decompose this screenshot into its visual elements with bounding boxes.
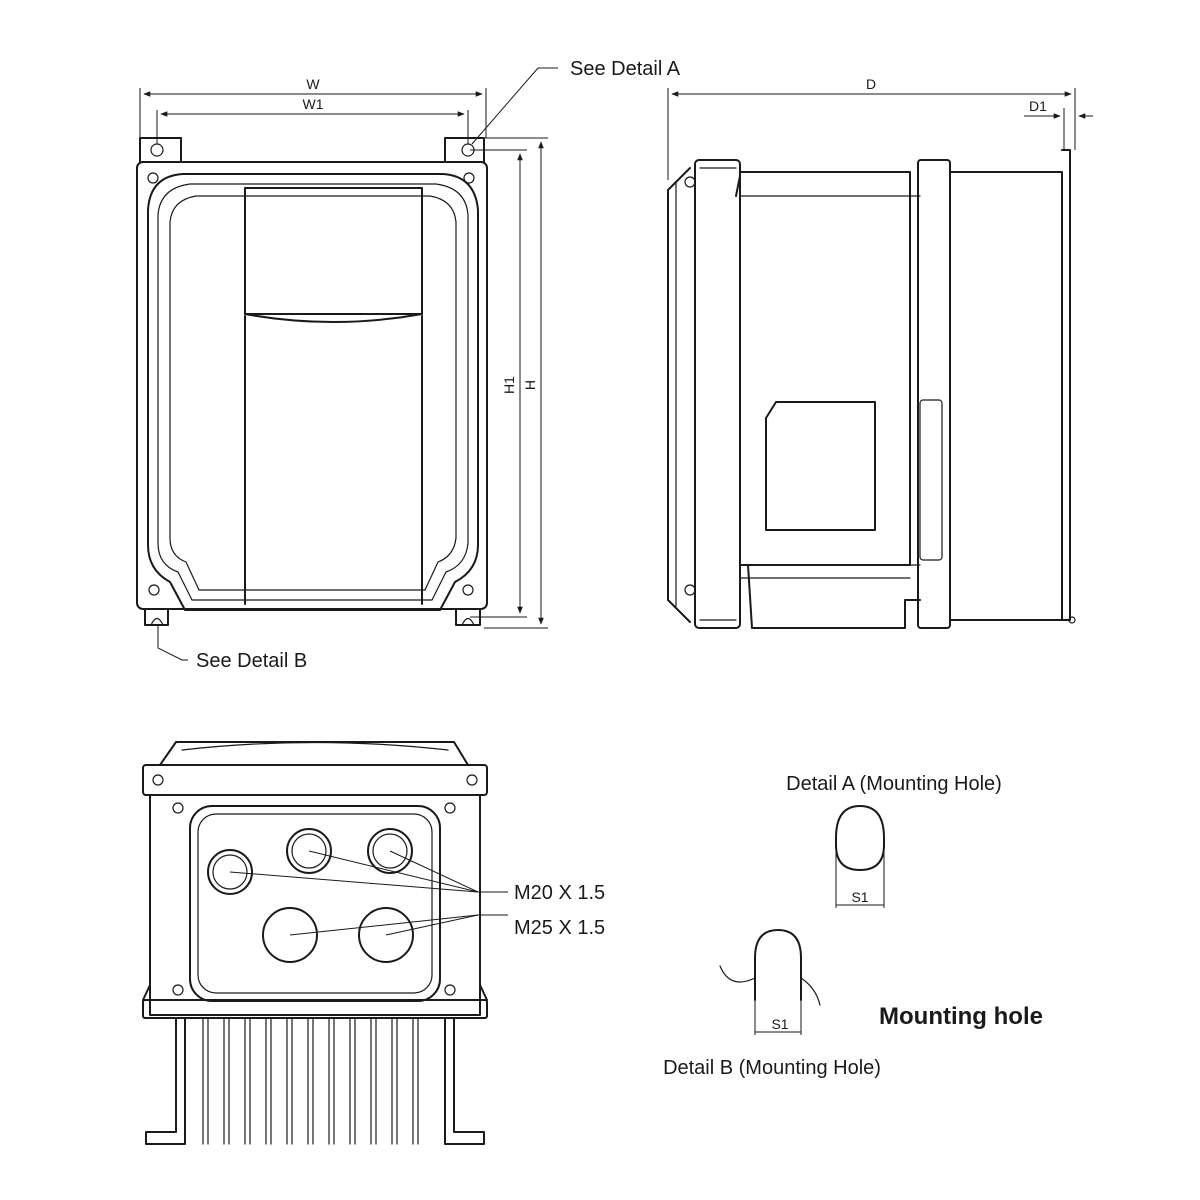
detail-b-s1-label: S1 (771, 1016, 788, 1032)
height-label: H (522, 380, 538, 390)
screw-icon (462, 584, 474, 596)
mounting-hole-top-left (150, 143, 164, 157)
height1-label: H1 (501, 376, 517, 394)
see-detail-a-callout: See Detail A (570, 58, 681, 80)
detail-b-title: Detail B (Mounting Hole) (663, 1057, 881, 1079)
width-label: W (306, 76, 320, 92)
width1-label: W1 (303, 96, 324, 112)
screw-icon (172, 802, 184, 814)
cable-gland-m25-right (358, 907, 414, 963)
screw-icon (152, 774, 164, 786)
mounting-hole-heading: Mounting hole (879, 1003, 1043, 1030)
screw-icon (444, 984, 456, 996)
screw-icon (684, 176, 696, 188)
screw-icon (147, 172, 159, 184)
side-view (667, 149, 1076, 629)
cable-gland-m25-left (262, 907, 318, 963)
cable-gland-m20-left (207, 849, 253, 895)
depth-label: D (866, 76, 876, 92)
screw-icon (172, 984, 184, 996)
cable-gland-m20-right (367, 828, 413, 874)
detail-a: Detail A (Mounting Hole) S1 (786, 773, 1002, 908)
screw-icon (148, 584, 160, 596)
detail-b: S1 Detail B (Mounting Hole) (663, 929, 881, 1079)
screw-icon (444, 802, 456, 814)
depth1-label: D1 (1029, 98, 1047, 114)
screw-icon (463, 172, 475, 184)
cable-gland-m20-center (286, 828, 332, 874)
heatsink-fins (145, 1017, 485, 1145)
gland-m20-label: M20 X 1.5 (514, 882, 605, 904)
detail-a-s1-label: S1 (851, 889, 868, 905)
screw-icon (684, 584, 696, 596)
see-detail-b-callout: See Detail B (196, 650, 307, 672)
bottom-view: M20 X 1.5 M25 X 1.5 (142, 741, 605, 1145)
front-view (136, 137, 488, 626)
side-view-dimensions: D D1 (667, 76, 1093, 180)
front-view-dimensions: W W1 H1 H See Detail A See Detail B (139, 58, 681, 672)
gland-m25-label: M25 X 1.5 (514, 917, 605, 939)
detail-a-title: Detail A (Mounting Hole) (786, 773, 1002, 795)
screw-icon (466, 774, 478, 786)
